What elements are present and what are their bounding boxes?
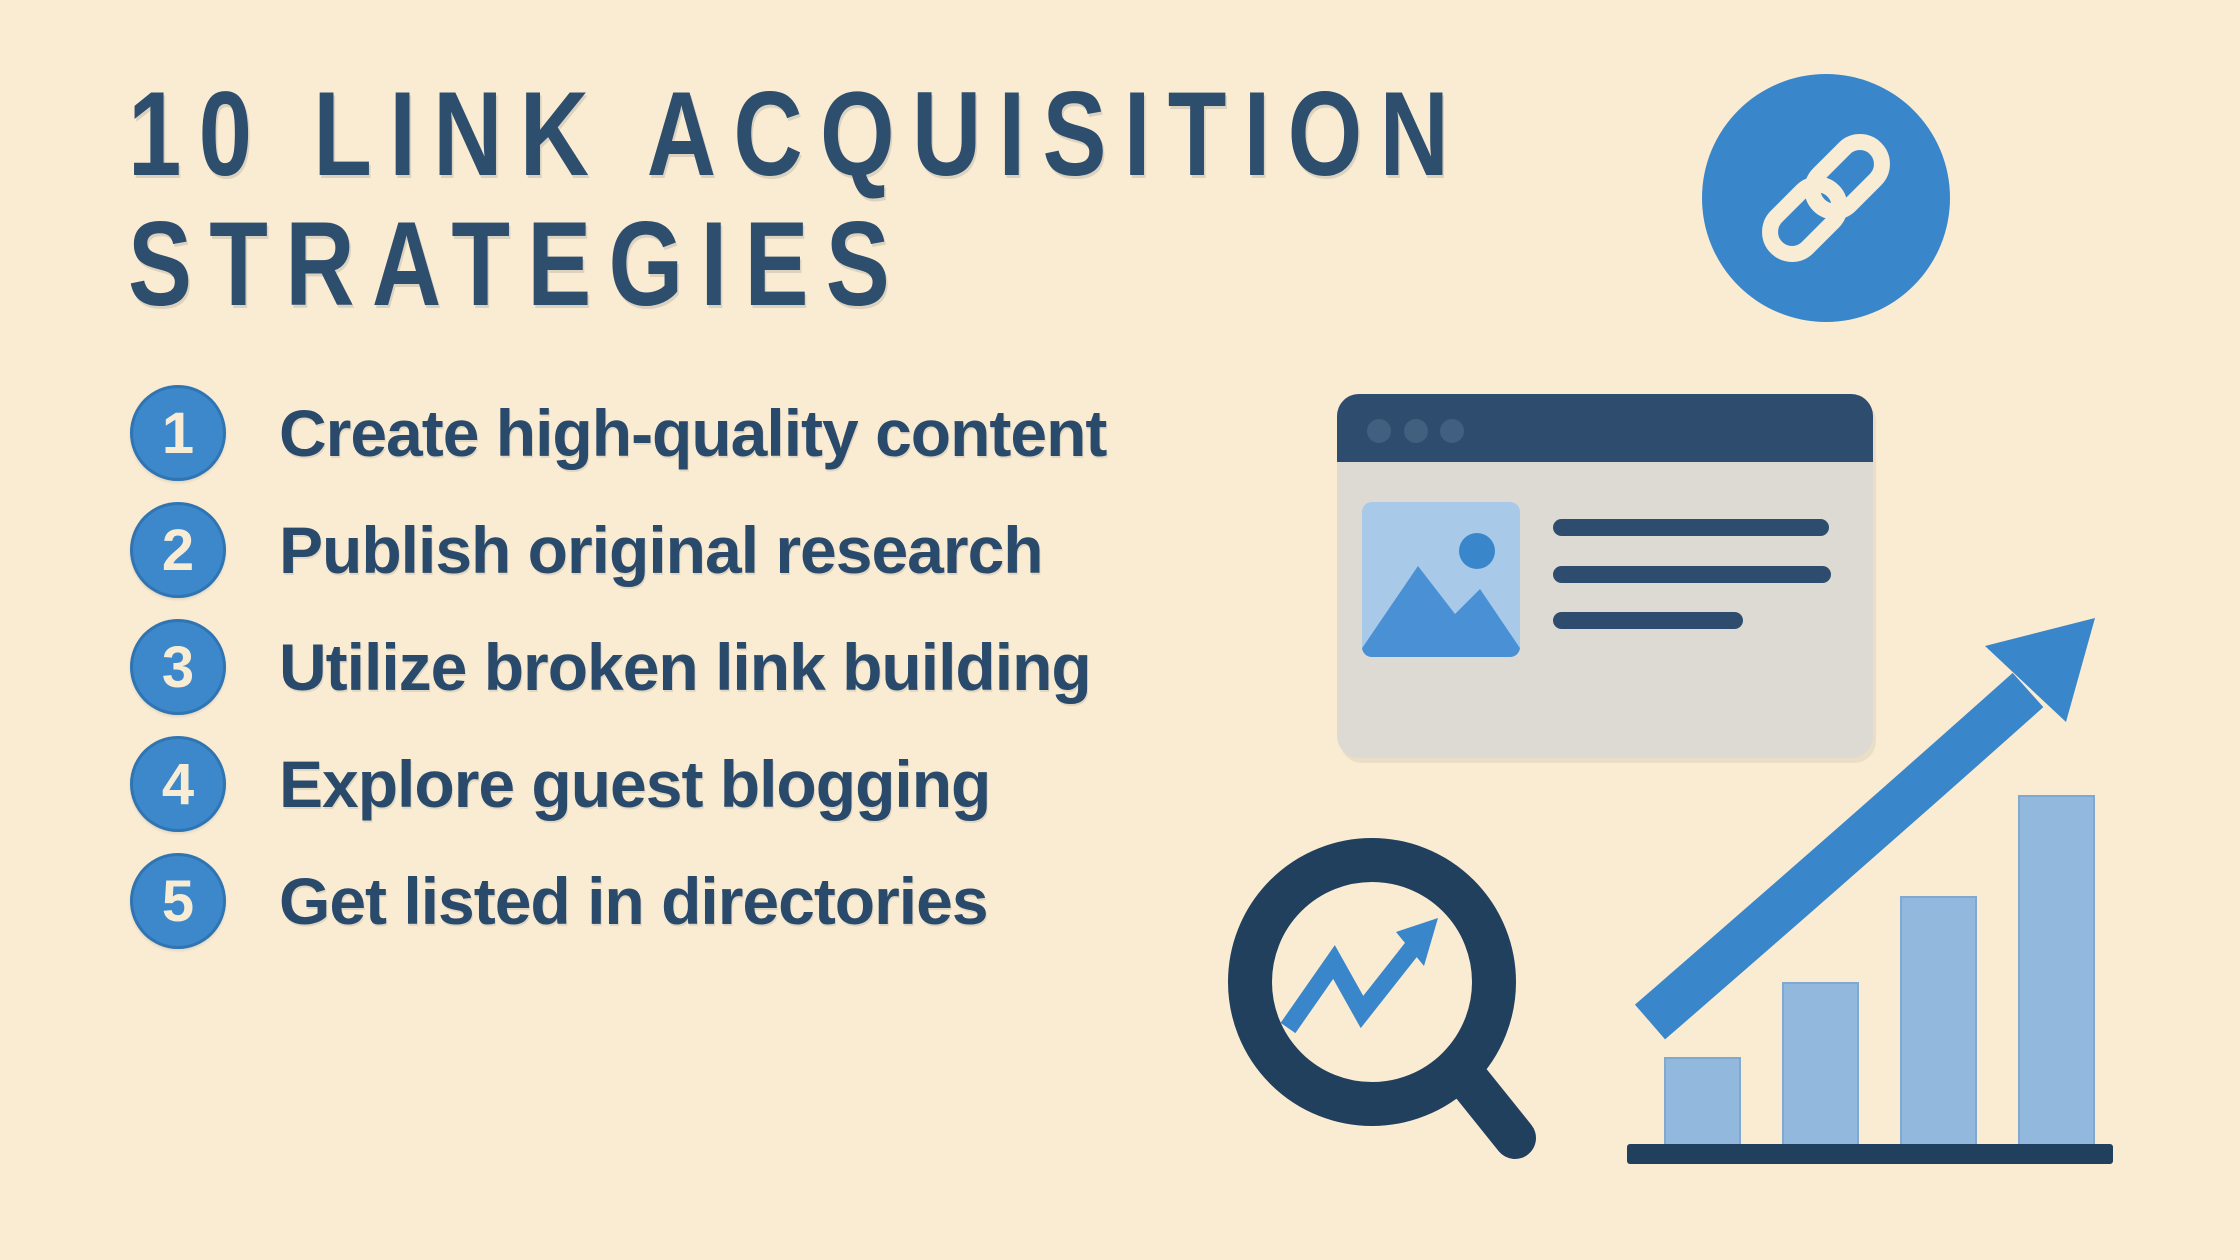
magnifier-ring bbox=[1228, 838, 1516, 1126]
growth-bar bbox=[1900, 896, 1977, 1147]
list-item-label: Create high-quality content bbox=[279, 396, 1107, 470]
step-number-badge: 3 bbox=[130, 619, 226, 715]
step-number-badge: 1 bbox=[130, 385, 226, 481]
list-item: 5 Get listed in directories bbox=[130, 853, 1106, 949]
mountains-icon bbox=[1362, 566, 1520, 657]
list-item: 1 Create high-quality content bbox=[130, 385, 1107, 481]
window-dot bbox=[1367, 419, 1391, 443]
text-line bbox=[1553, 566, 1831, 583]
window-dot bbox=[1440, 419, 1464, 443]
search-trend-icon bbox=[1228, 838, 1536, 1159]
page-title: 10 LINK ACQUISITION STRATEGIES bbox=[128, 67, 1467, 331]
step-number-badge: 4 bbox=[130, 736, 226, 832]
window-dot bbox=[1404, 419, 1428, 443]
growth-bar bbox=[1664, 1057, 1741, 1147]
list-item-label: Publish original research bbox=[279, 513, 1044, 587]
magnifier-handle bbox=[1441, 1051, 1536, 1159]
chart-baseline bbox=[1627, 1144, 2113, 1164]
growth-arrowhead bbox=[1985, 618, 2095, 722]
step-number-badge: 5 bbox=[130, 853, 226, 949]
link-badge bbox=[1702, 74, 1950, 322]
trend-arrowhead bbox=[1396, 918, 1438, 966]
chain-link-icon bbox=[1762, 134, 1890, 262]
growth-arrow-shaft bbox=[1634, 672, 2044, 1040]
step-number-badge: 2 bbox=[130, 502, 226, 598]
list-item: 4 Explore guest blogging bbox=[130, 736, 1106, 832]
list-item: 3 Utilize broken link building bbox=[130, 619, 1106, 715]
text-line bbox=[1553, 612, 1743, 629]
trend-zigzag-line bbox=[1280, 940, 1422, 1034]
list-item-label: Explore guest blogging bbox=[279, 747, 991, 821]
link-badge-circle bbox=[1702, 74, 1950, 322]
title-line-2: STRATEGIES bbox=[128, 196, 908, 331]
growth-bar bbox=[2018, 795, 2095, 1147]
sun-icon bbox=[1459, 533, 1495, 569]
browser-window-icon bbox=[1337, 394, 1876, 763]
list-item-label: Utilize broken link building bbox=[279, 630, 1092, 704]
list-item-label: Get listed in directories bbox=[279, 864, 989, 938]
strategy-list: 1 Create high-quality content 2 Publish … bbox=[130, 385, 1107, 970]
text-line bbox=[1553, 519, 1829, 536]
list-item: 2 Publish original research bbox=[130, 502, 1106, 598]
title-line-1: 10 LINK ACQUISITION bbox=[128, 67, 1467, 201]
growth-bar-chart-icon bbox=[1627, 618, 2113, 1164]
growth-bar bbox=[1782, 982, 1859, 1147]
growth-bars bbox=[1664, 795, 2095, 1147]
